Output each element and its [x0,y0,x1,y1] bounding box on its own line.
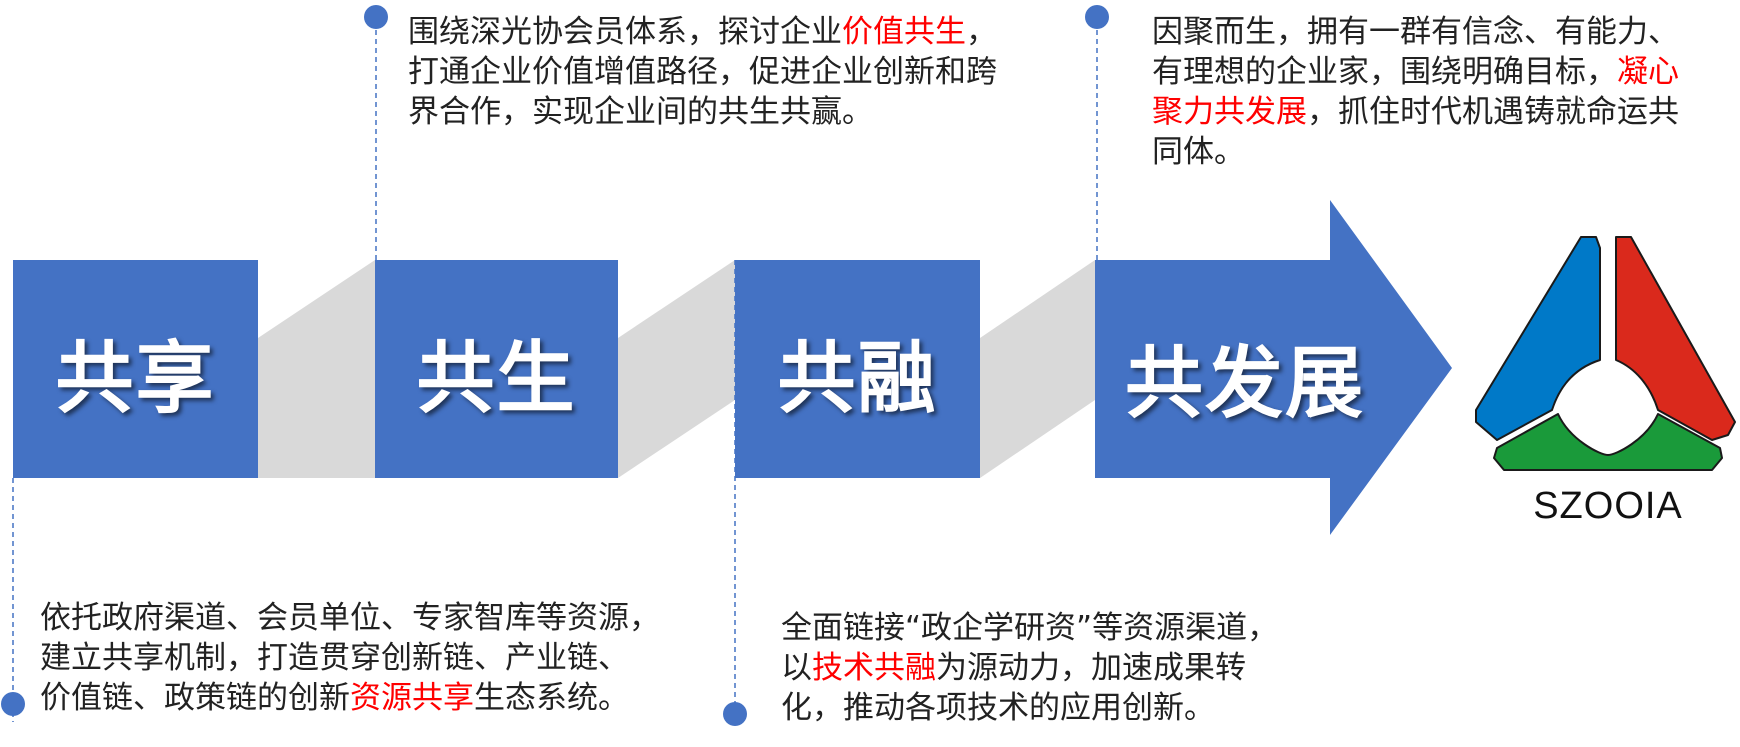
description-fusion-line-2-before: 以 [781,650,812,686]
description-fusion: 全面链接“政企学研资”等资源渠道， 以技术共融为源动力，加速成果转 化，推动各项… [781,608,1341,728]
description-development-line-4: 同体。 [1152,134,1245,170]
description-development-line-2-before: 有理想的企业家，围绕明确目标， [1152,54,1617,90]
leader-dot-share [1,692,25,716]
stage-block-symbiosis [375,260,618,478]
stage-block-share [13,260,258,478]
description-share-line-3-before: 价值链、政策链的创新 [40,680,350,716]
description-development: 因聚而生，拥有一群有信念、有能力、 有理想的企业家，围绕明确目标，凝心 聚力共发… [1152,12,1738,172]
description-fusion-line-2: 以技术共融为源动力，加速成果转 [781,648,1341,688]
stage-label-fusion: 共融 [777,334,938,424]
highlight-joint-development: 聚力共发展 [1152,94,1307,130]
szooia-logo-icon [1475,236,1736,471]
description-symbiosis-line-2: 打通企业价值增值路径，促进企业创新和跨 [408,54,997,90]
description-symbiosis-line-3: 界合作，实现企业间的共生共赢。 [408,94,873,130]
stage-label-symbiosis: 共生 [416,334,577,424]
description-fusion-line-1: 全面链接“政企学研资”等资源渠道， [781,610,1279,646]
logo-segment-green [1493,413,1723,471]
description-development-line-3: 聚力共发展，抓住时代机遇铸就命运共 [1152,92,1738,132]
description-development-line-3-after: ，抓住时代机遇铸就命运共 [1307,94,1679,130]
description-fusion-line-3: 化，推动各项技术的应用创新。 [781,690,1215,726]
highlight-resource-sharing: 资源共享 [350,680,474,716]
description-symbiosis-line-1-before: 围绕深光协会员体系，探讨企业 [408,14,842,50]
leader-dot-development [1085,5,1109,29]
stage-label-development: 共发展 [1124,339,1365,429]
description-share-line-3-after: 生态系统。 [474,680,629,716]
stage-label-share: 共享 [55,334,216,424]
description-share: 依托政府渠道、会员单位、专家智库等资源， 建立共享机制，打造贯穿创新链、产业链、… [40,598,720,718]
stage-block-fusion [735,260,980,478]
highlight-technology-fusion: 技术共融 [812,650,936,686]
connector-fusion-development [980,260,1095,478]
description-symbiosis-line-1-after: ， [966,14,997,50]
description-fusion-line-2-after: 为源动力，加速成果转 [936,650,1246,686]
logo-text: SZOOIA [1533,485,1683,527]
leader-dot-symbiosis [364,5,388,29]
description-share-line-2: 建立共享机制，打造贯穿创新链、产业链、 [40,640,629,676]
description-share-line-1: 依托政府渠道、会员单位、专家智库等资源， [40,600,660,636]
description-development-line-1: 因聚而生，拥有一群有信念、有能力、 [1152,14,1679,50]
stage-arrow-development [1095,200,1452,535]
description-symbiosis-line-1: 围绕深光协会员体系，探讨企业价值共生， [408,12,1068,52]
connector-symbiosis-fusion [618,260,735,478]
connector-share-symbiosis [258,260,375,478]
description-share-line-3: 价值链、政策链的创新资源共享生态系统。 [40,678,720,718]
description-symbiosis: 围绕深光协会员体系，探讨企业价值共生， 打通企业价值增值路径，促进企业创新和跨 … [408,12,1068,132]
logo-segment-red [1615,236,1736,441]
leader-dot-fusion [723,702,747,726]
description-development-line-2: 有理想的企业家，围绕明确目标，凝心 [1152,52,1738,92]
highlight-united-effort: 凝心 [1617,54,1679,90]
highlight-value-symbiosis: 价值共生 [842,14,966,50]
logo-segment-blue [1475,236,1601,441]
